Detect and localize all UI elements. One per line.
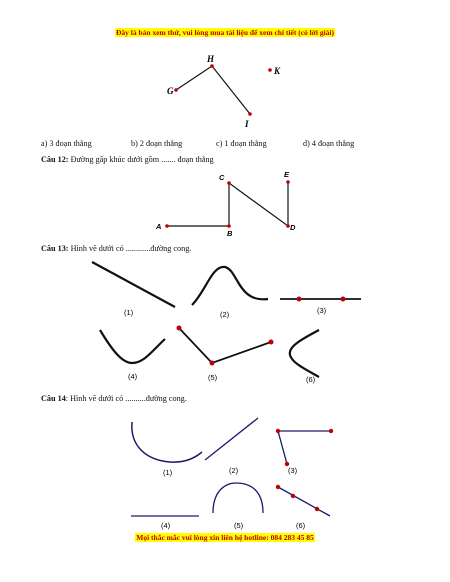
q13-label-5: (5) — [208, 373, 218, 382]
q14-shape-1 — [131, 421, 203, 463]
label-a: A — [155, 222, 161, 231]
preview-banner-text: Đây là bản xem thử, vui lòng mua tài liệ… — [114, 28, 336, 37]
q14-label-5: (5) — [234, 521, 244, 530]
question-13-label: Câu 13: — [41, 244, 69, 253]
question-12-text: Đường gấp khúc dưới gồm ....... đoạn thẳ… — [68, 155, 214, 164]
hotline-banner: Mọi thắc mắc vui lòng xin liên hệ hotlin… — [0, 533, 450, 542]
question-12: Câu 12: Đường gấp khúc dưới gồm ....... … — [41, 155, 214, 164]
point-e — [286, 180, 290, 184]
question-12-label: Câu 12: — [41, 155, 69, 164]
option-d: d) 4 đoạn thẳng — [303, 139, 355, 148]
polyline-figure-ghik: H K G I — [167, 54, 281, 129]
q14-label-4: (4) — [161, 521, 171, 530]
point-h — [210, 64, 214, 68]
label-h: H — [206, 54, 215, 64]
q14-shape-3 — [277, 430, 331, 465]
point-c — [227, 181, 231, 185]
q13-shape-6 — [288, 329, 320, 378]
q13-shape-5-point-2 — [209, 360, 215, 366]
label-g: G — [167, 86, 174, 96]
q14-shape-6-point-1 — [275, 484, 281, 490]
q13-shape-3-point-left — [296, 296, 302, 302]
polyline-abcde — [167, 181, 289, 228]
q13-shape-3-point-right — [340, 296, 346, 302]
question-13-text: Hình vẽ dưới có ............đường cong. — [68, 244, 192, 253]
question-14-text: : Hình vẽ dưới có ..........đường cong. — [65, 394, 187, 403]
q13-shape-2 — [191, 265, 269, 306]
q14-label-2: (2) — [229, 466, 239, 475]
point-d — [286, 224, 290, 228]
q13-label-3: (3) — [317, 306, 327, 315]
hotline-banner-text: Mọi thắc mắc vui lòng xin liên hệ hotlin… — [135, 533, 315, 542]
polyline-figure-abcde: C E A B D — [155, 170, 296, 238]
label-b: B — [227, 229, 233, 238]
q14-shape-3-point-1 — [328, 428, 334, 434]
q13-label-1: (1) — [124, 308, 134, 317]
q14-label-6: (6) — [296, 521, 306, 530]
q13-shape-5-point-1 — [176, 325, 182, 331]
label-i: I — [244, 119, 249, 129]
figure-q14: (1) (2) (3) (4) (5) (6) — [131, 417, 334, 530]
option-c: c) 1 đoạn thẳng — [216, 139, 267, 148]
q14-shape-2 — [204, 417, 259, 461]
point-b — [227, 224, 231, 228]
q13-shape-4 — [99, 329, 166, 365]
q13-label-2: (2) — [220, 310, 230, 319]
option-a: a) 3 đoạn thẳng — [41, 139, 92, 148]
q14-shape-5 — [212, 482, 264, 514]
point-i — [248, 112, 252, 116]
label-d: D — [290, 223, 296, 232]
q14-shape-3-point-3 — [284, 461, 290, 467]
q14-label-3: (3) — [288, 466, 298, 475]
label-k: K — [273, 66, 281, 76]
q13-label-4: (4) — [128, 372, 138, 381]
point-g — [174, 88, 178, 92]
q14-shape-6-point-2 — [290, 493, 296, 499]
question-13: Câu 13: Hình vẽ dưới có ............đườn… — [41, 244, 191, 253]
preview-banner: Đây là bản xem thử, vui lòng mua tài liệ… — [0, 28, 450, 37]
point-k — [268, 68, 272, 72]
question-14: Câu 14: Hình vẽ dưới có ..........đường … — [41, 394, 187, 403]
q14-label-1: (1) — [163, 468, 173, 477]
q13-shape-1 — [91, 261, 176, 308]
label-c: C — [219, 173, 225, 182]
q14-shape-6 — [277, 486, 331, 517]
q13-label-6: (6) — [306, 375, 316, 384]
q13-shape-5-point-3 — [268, 339, 274, 345]
point-a — [165, 224, 169, 228]
option-b: b) 2 đoạn thẳng — [131, 139, 183, 148]
q14-shape-6-point-3 — [314, 506, 320, 512]
label-e: E — [284, 170, 290, 179]
q13-shape-5 — [178, 327, 272, 365]
question-14-label: Câu 14 — [41, 394, 66, 403]
q14-shape-3-point-2 — [275, 428, 281, 434]
polyline-ghi — [175, 65, 251, 115]
figure-q13: (1) (2) (3) (4) (5) (6) — [91, 261, 361, 384]
